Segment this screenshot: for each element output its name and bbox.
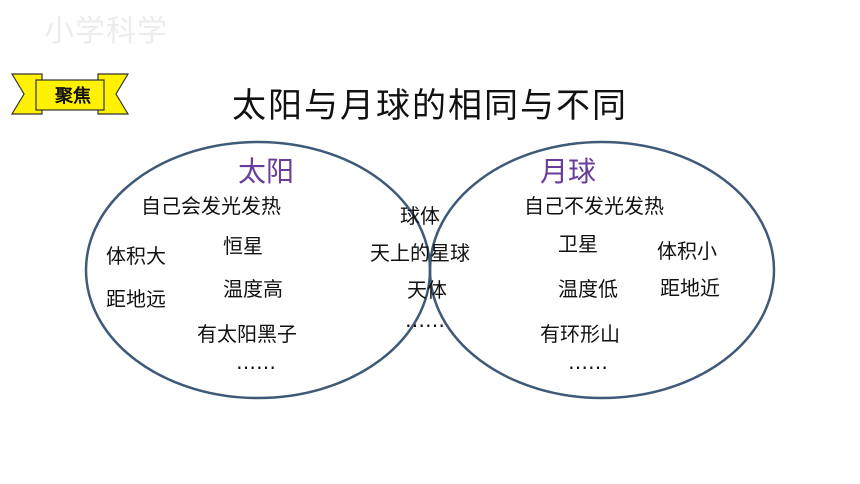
- moon-item-low-temp: 温度低: [558, 277, 618, 301]
- moon-item-not-luminous: 自己不发光发热: [524, 194, 664, 218]
- sun-item-large-volume: 体积大: [106, 244, 166, 268]
- common-item-celestial-body: 天体: [407, 278, 447, 302]
- sun-item-far: 距地远: [106, 287, 166, 311]
- common-item-sphere: 球体: [400, 204, 440, 228]
- moon-item-satellite: 卫星: [558, 232, 598, 256]
- watermark: 小学科学: [44, 14, 168, 49]
- sun-item-self-luminous: 自己会发光发热: [141, 194, 281, 218]
- moon-item-near: 距地近: [660, 276, 720, 300]
- banner-body: [35, 79, 105, 111]
- banner-ribbon: [10, 73, 43, 115]
- sun-item-high-temp: 温度高: [223, 277, 283, 301]
- moon-circle: [428, 140, 776, 400]
- moon-item-small-volume: 体积小: [657, 239, 717, 263]
- page-title: 太阳与月球的相同与不同: [232, 86, 628, 126]
- moon-heading: 月球: [540, 155, 597, 188]
- common-item-celestial-sphere: 天上的星球: [370, 241, 470, 265]
- focus-banner: [10, 73, 130, 115]
- banner-label: 聚焦: [55, 86, 91, 107]
- banner-ribbon-right: [97, 73, 130, 115]
- sun-item-star: 恒星: [223, 234, 263, 258]
- sun-item-sunspots: 有太阳黑子: [197, 322, 297, 346]
- moon-item-ellipsis: ……: [568, 350, 608, 374]
- common-item-ellipsis: ……: [405, 308, 445, 332]
- sun-item-ellipsis: ……: [236, 350, 276, 374]
- sun-heading: 太阳: [238, 155, 295, 188]
- moon-item-craters: 有环形山: [540, 322, 620, 346]
